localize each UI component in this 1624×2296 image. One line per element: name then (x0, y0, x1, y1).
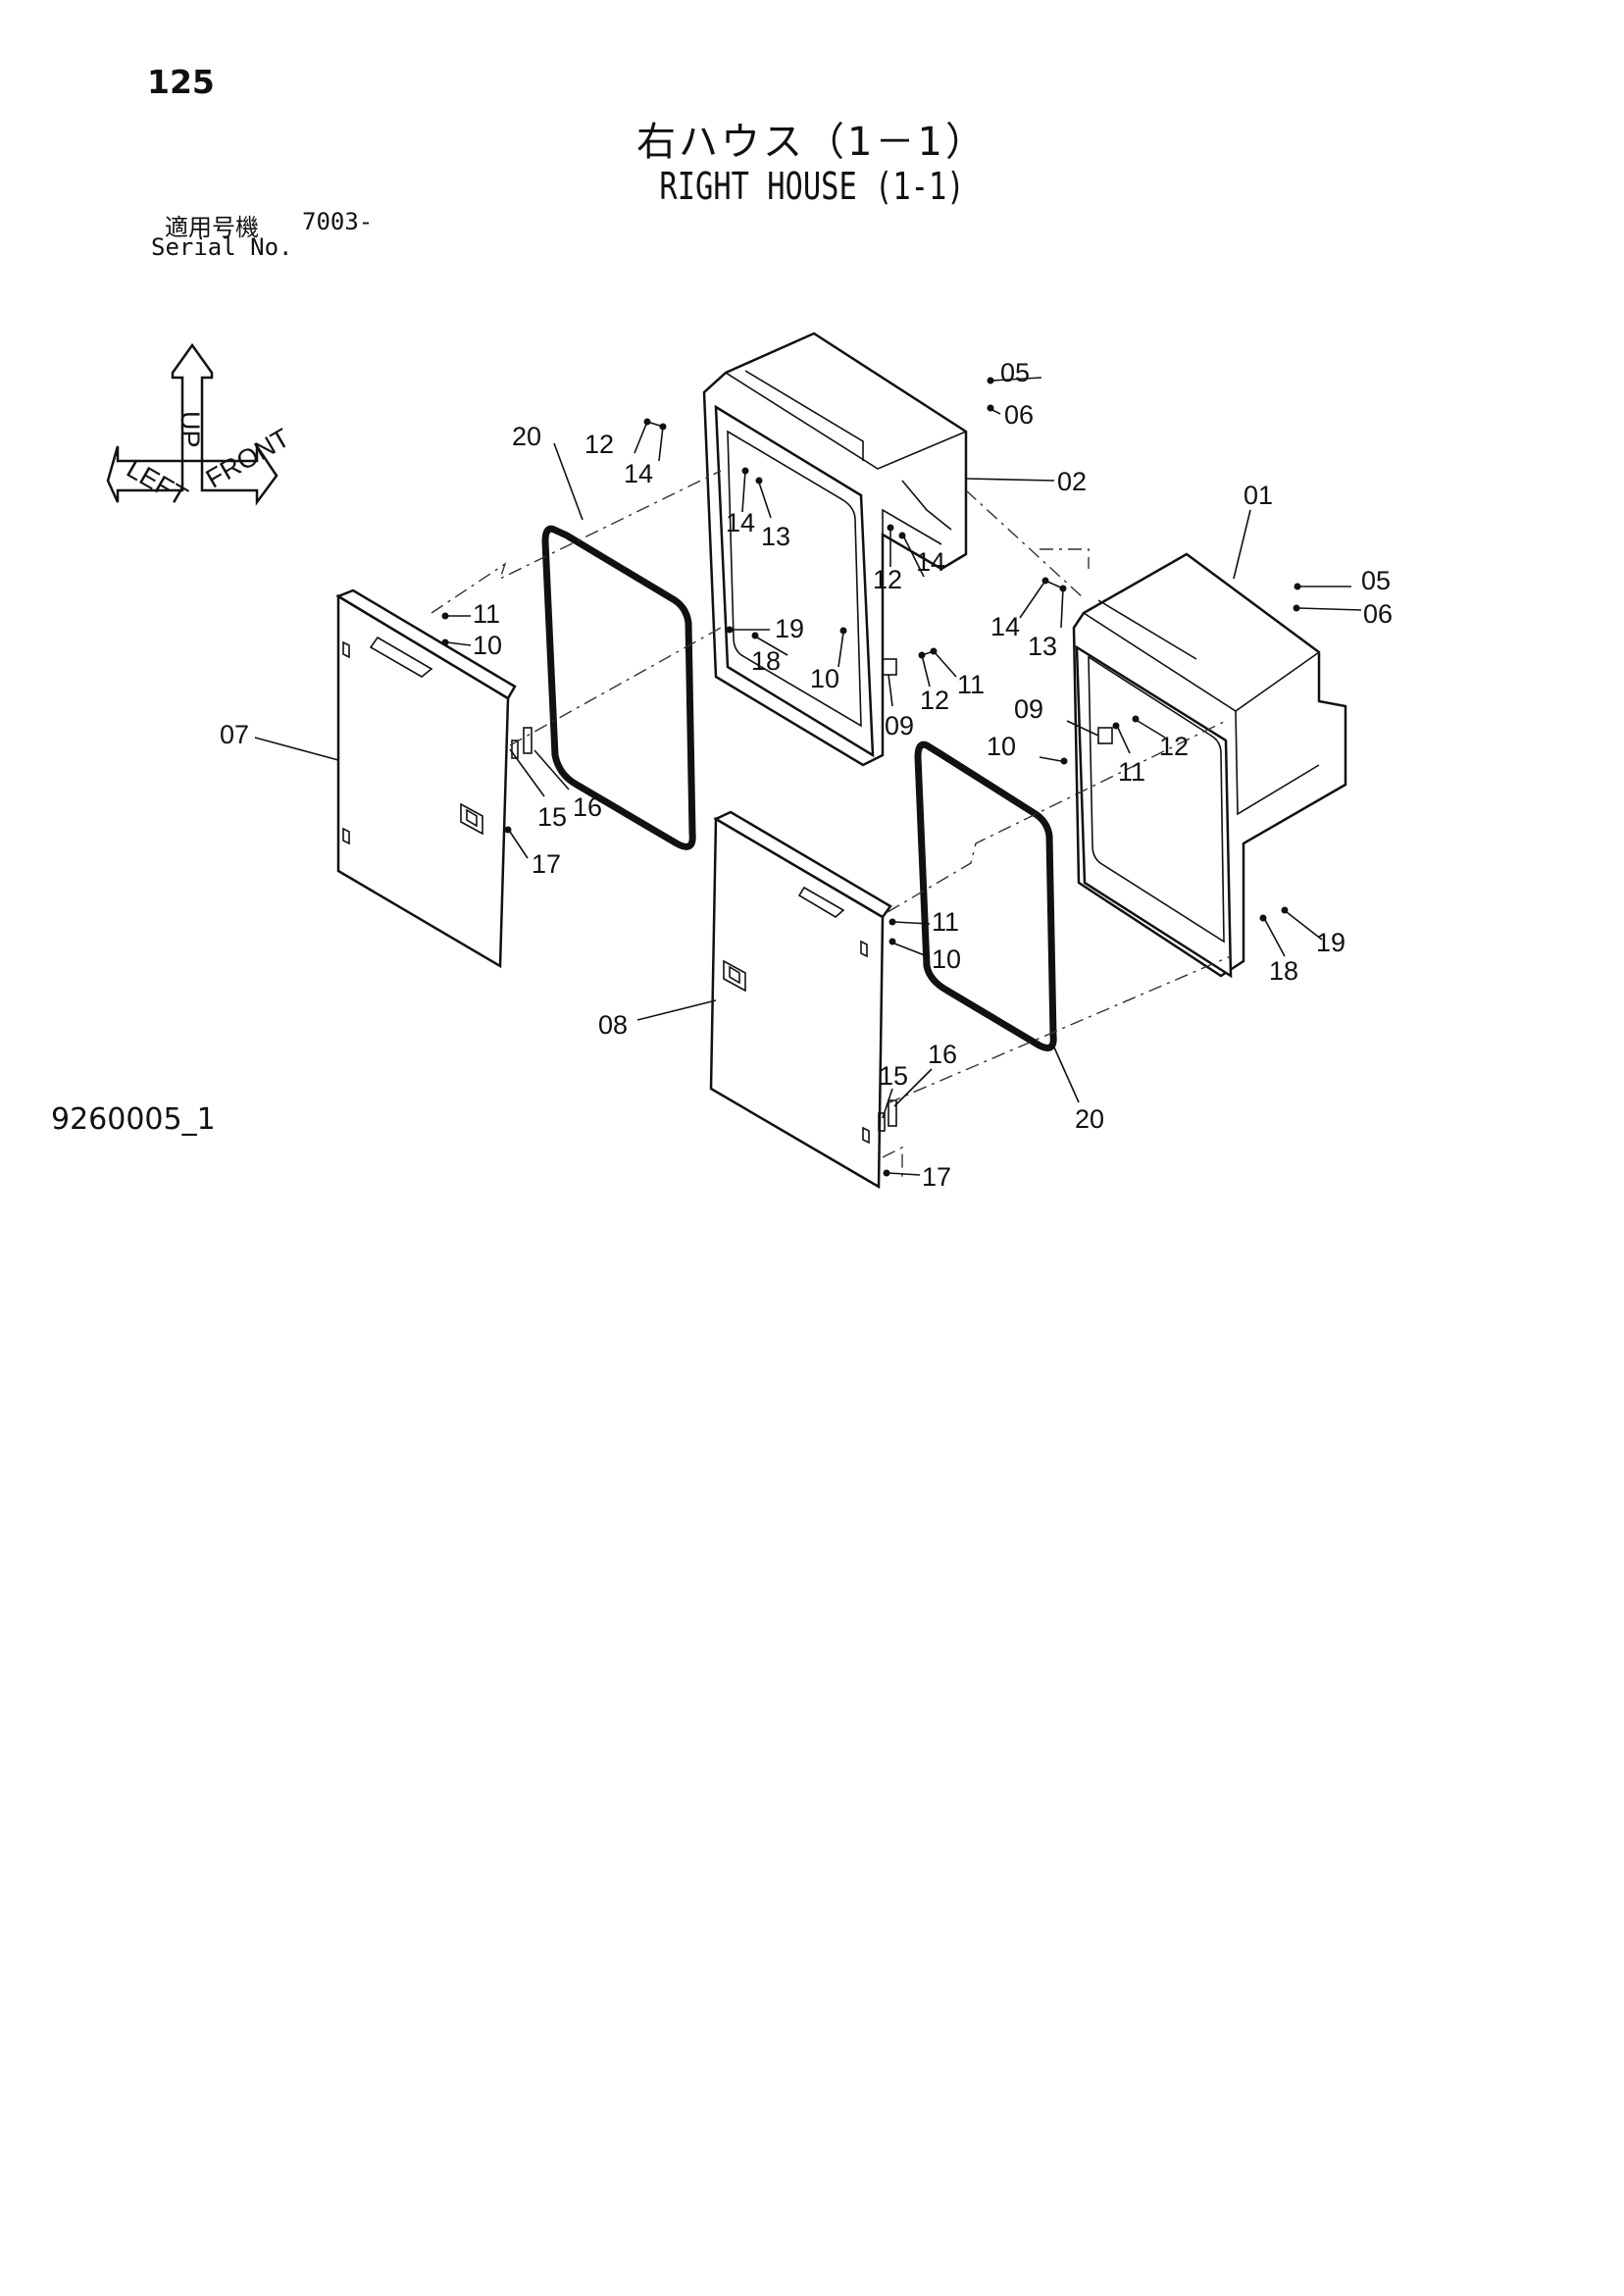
title-japanese: 右ハウス（1－1） (636, 120, 988, 165)
exploded-parts-diagram: UP LEFT FRONT (106, 332, 1393, 1192)
callout-18-front: 18 (751, 646, 781, 676)
callout-15-left: 15 (537, 802, 567, 832)
serial-label-japanese: 適用号機 (165, 214, 259, 241)
callout-08: 08 (598, 1010, 628, 1040)
callout-02-front: 02 (1057, 467, 1087, 496)
door-07 (335, 588, 517, 969)
callout-11-door07: 11 (473, 599, 500, 629)
assembly-guide-lines (431, 470, 1232, 1177)
callout-14-front-inner: 14 (726, 508, 755, 537)
callout-10-front: 10 (810, 664, 839, 693)
orientation-icon: UP LEFT FRONT (106, 342, 294, 512)
door-seal-20-right (914, 740, 1057, 1051)
callout-13-rear: 13 (1028, 632, 1057, 661)
callout-11-front: 11 (957, 670, 985, 699)
callout-07: 07 (220, 720, 249, 749)
callout-05-top-rear: 05 (1361, 566, 1391, 595)
callout-06-top-front: 06 (1004, 400, 1034, 430)
door-08 (709, 810, 892, 1190)
hinge-pin-15-left (511, 740, 519, 759)
drawing-id: 9260005_1 (51, 1102, 216, 1137)
leader-lines (254, 377, 1362, 1177)
callout-01: 01 (1243, 481, 1273, 510)
callout-numbers: 01 02 05 06 05 06 07 08 09 09 10 10 10 1… (220, 358, 1393, 1192)
door-seal-20-left (541, 525, 696, 850)
title-english: RIGHT HOUSE (1-1) (659, 165, 965, 208)
callout-06-top-rear: 06 (1363, 599, 1393, 629)
callout-15-right: 15 (879, 1061, 908, 1091)
callout-20-right: 20 (1075, 1104, 1104, 1134)
callout-20-left: 20 (512, 422, 541, 451)
callout-19-rear: 19 (1316, 928, 1345, 957)
callout-16-left: 16 (573, 792, 602, 822)
callout-14-rear: 14 (990, 612, 1020, 641)
page-number: 125 (147, 63, 215, 101)
callout-12-top-front: 12 (584, 430, 614, 459)
callout-16-right: 16 (928, 1040, 957, 1069)
callout-12-front-side: 12 (873, 565, 902, 594)
callout-17-left: 17 (532, 849, 561, 879)
callout-14-top-front: 14 (624, 459, 653, 488)
orientation-label-up: UP (176, 411, 205, 448)
hinge-plate-16-right (888, 1099, 897, 1127)
callout-12-front-catch: 12 (920, 686, 949, 715)
hinge-pin-15-right (878, 1112, 886, 1132)
callout-10-door08: 10 (932, 944, 961, 974)
catch-09-left (882, 658, 897, 676)
callout-12-rear: 12 (1159, 732, 1189, 761)
callout-14-front-side: 14 (916, 547, 945, 577)
serial-label-english: Serial No. (151, 233, 293, 261)
serial-value: 7003- (302, 208, 374, 235)
housing-frame-02 (702, 332, 968, 767)
callout-11-rear: 11 (1118, 757, 1145, 787)
housing-rear-01 (1072, 552, 1347, 979)
callout-09-front: 09 (885, 711, 914, 740)
callout-05-top-front: 05 (1000, 358, 1030, 387)
callout-17-right: 17 (922, 1162, 951, 1192)
callout-19-front: 19 (775, 614, 804, 643)
callout-10-door07: 10 (473, 631, 502, 660)
callout-10-rear: 10 (987, 732, 1016, 761)
callout-09-rear: 09 (1014, 694, 1043, 724)
hinge-plate-16-left (523, 727, 533, 754)
callout-11-door08: 11 (932, 907, 959, 937)
callout-13-front: 13 (761, 522, 790, 551)
callout-18-rear: 18 (1269, 956, 1298, 986)
